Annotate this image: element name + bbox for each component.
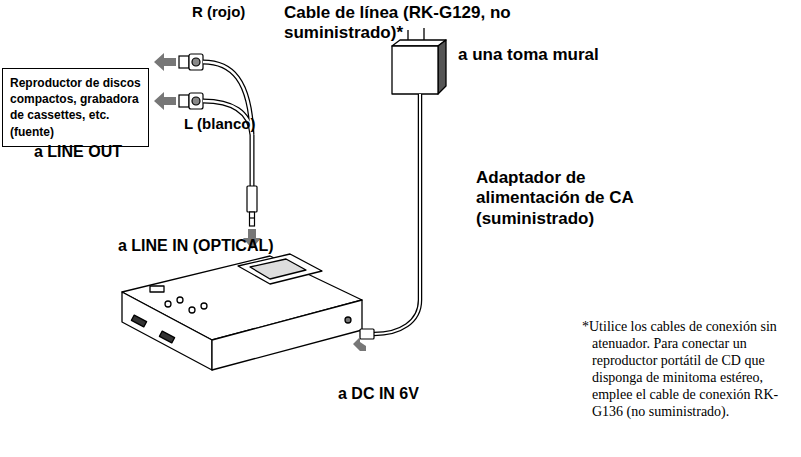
direction-arrow (154, 92, 176, 110)
md-recorder (122, 254, 362, 370)
footnote: *Utilice los cables de conexión sin aten… (582, 318, 801, 420)
direction-arrow (154, 53, 176, 71)
plug-label: L (blanco) (184, 115, 294, 133)
cable-label: Cable de línea (RK-G129, no suministrado… (284, 3, 534, 44)
plug-label: R (rojo) (192, 3, 282, 21)
adapter-label: Adaptador de alimentación de CA (suminis… (476, 168, 651, 229)
jack-label: a LINE OUT (34, 142, 174, 161)
mini-plug (247, 186, 257, 226)
jack-label: a LINE IN (OPTICAL) (118, 236, 318, 255)
jack-label: a DC IN 6V (338, 384, 468, 403)
adapter-cable (374, 94, 420, 334)
outlet-label: a una toma mural (458, 45, 658, 65)
direction-arrow (353, 337, 366, 351)
rca-plug (179, 54, 203, 109)
dc-plug (360, 329, 374, 339)
box-text: Reproductor de discos compactos, grabado… (10, 75, 141, 140)
source-device-box: Reproductor de discos compactos, grabado… (2, 68, 149, 147)
